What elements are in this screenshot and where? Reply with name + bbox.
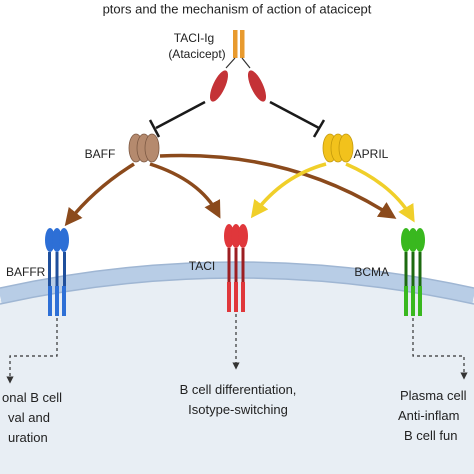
hinge-left [225, 57, 236, 69]
fc-stem-right [240, 30, 245, 58]
drug-alias: (Atacicept) [168, 47, 225, 61]
outcome-baffr-line2: val and [8, 410, 50, 425]
outcome-baffr-line3: uration [8, 430, 48, 445]
signal-baffr [6, 318, 58, 384]
drug-name: TACI-Ig [174, 31, 214, 45]
april-ligand [322, 133, 354, 163]
inhibition-april [269, 100, 326, 138]
atacicept-molecule [209, 30, 267, 102]
outcome-baffr-line1: onal B cell [2, 390, 62, 405]
inhibition-baff [148, 100, 206, 138]
signal-bcma [412, 318, 468, 380]
hinge-right [241, 57, 251, 69]
outcome-bcma-line3: B cell fun [404, 428, 457, 443]
outcome-taci-line2: Isotype-switching [188, 402, 288, 417]
bcma-label: BCMA [354, 265, 389, 279]
baff-label: BAFF [85, 147, 116, 161]
taci-arm-left [209, 70, 229, 102]
outcome-bcma-line2: Anti-inflam [398, 408, 459, 423]
baffr-receptor [45, 228, 69, 316]
header-text: ptors and the mechanism of action of ata… [103, 2, 372, 17]
cytoplasm [0, 274, 474, 474]
outcome-taci-line1: B cell differentiation, [180, 382, 297, 397]
april-label: APRIL [354, 147, 389, 161]
fc-stem-left [233, 30, 238, 58]
bcma-receptor [401, 228, 425, 316]
arrow-april-to-taci [250, 162, 327, 219]
arrow-baff-to-baffr [64, 162, 135, 227]
outcome-bcma-line1: Plasma cell [400, 388, 467, 403]
taci-receptor [224, 224, 248, 312]
arrow-april-to-bcma [345, 162, 415, 223]
baffr-label: BAFFR [6, 265, 46, 279]
baff-ligand [128, 133, 160, 163]
taci-label: TACI [189, 259, 215, 273]
arrow-baff-to-bcma [159, 153, 397, 219]
arrow-baff-to-taci [149, 162, 221, 219]
taci-arm-right [247, 70, 267, 102]
